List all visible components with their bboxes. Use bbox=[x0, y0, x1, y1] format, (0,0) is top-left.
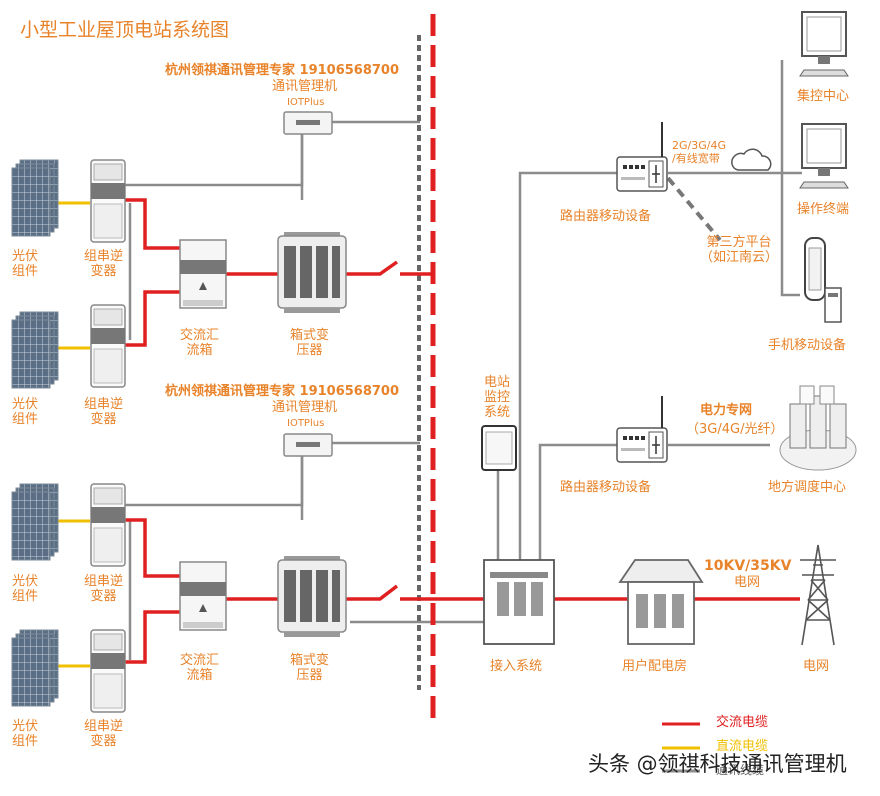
inverter-label: 组串逆变器 bbox=[84, 574, 124, 604]
comm-manager-label: 通讯管理机 bbox=[272, 400, 338, 415]
transformer bbox=[277, 231, 347, 314]
pc-operator-terminal bbox=[799, 123, 849, 189]
transformer bbox=[277, 555, 347, 638]
pc-control-center bbox=[799, 11, 849, 77]
pv-label: 光伏组件 bbox=[12, 249, 39, 279]
transformer-label: 箱式变压器 bbox=[290, 653, 330, 683]
iot-model-label: IOTPlus bbox=[287, 97, 325, 108]
third-party-label: 第三方平台（如江南云） bbox=[700, 235, 779, 265]
distribution-room-label: 用户配电房 bbox=[622, 659, 688, 674]
ac-cables bbox=[125, 198, 800, 664]
iot-device bbox=[283, 433, 333, 457]
inverter-label: 组串逆变器 bbox=[84, 397, 124, 427]
combiner-label: 交流汇流箱 bbox=[180, 653, 220, 683]
iot-model-label: IOTPlus bbox=[287, 418, 325, 429]
cloud-icon bbox=[731, 148, 772, 171]
brand-text: 杭州领祺通讯管理专家 19106568700 bbox=[165, 384, 400, 399]
inverter bbox=[90, 304, 126, 388]
network-label: 2G/3G/4G/有线宽带 bbox=[672, 139, 726, 165]
pv-label: 光伏组件 bbox=[12, 397, 39, 427]
monitor-terminal bbox=[481, 425, 517, 471]
legend-dc: 直流电缆 bbox=[716, 739, 769, 754]
phone-icon bbox=[804, 237, 826, 301]
pv-label: 光伏组件 bbox=[12, 719, 39, 749]
combiner-box bbox=[179, 561, 227, 631]
power-network-label: 电力专网 bbox=[700, 403, 753, 418]
comm-manager-label: 通讯管理机 bbox=[272, 79, 338, 94]
router bbox=[616, 427, 668, 463]
transformer-label: 箱式变压器 bbox=[290, 328, 330, 358]
router-label: 路由器移动设备 bbox=[560, 209, 652, 224]
brand-text: 杭州领祺通讯管理专家 19106568700 bbox=[165, 63, 400, 78]
operator-terminal-label: 操作终端 bbox=[797, 202, 850, 217]
page-title: 小型工业屋顶电站系统图 bbox=[20, 19, 230, 41]
pv-array bbox=[11, 159, 59, 237]
access-system-cabinet bbox=[483, 559, 555, 645]
inverter-label: 组串逆变器 bbox=[84, 249, 124, 279]
legend-comm: 通讯线缆 bbox=[716, 763, 765, 777]
pos-device bbox=[824, 287, 842, 323]
dispatch-center-label: 地方调度中心 bbox=[768, 480, 847, 495]
pv-array bbox=[11, 311, 59, 389]
grid-voltage-label: 10KV/35KV bbox=[704, 558, 792, 574]
mobile-device-label: 手机移动设备 bbox=[768, 338, 847, 353]
router-label: 路由器移动设备 bbox=[560, 480, 652, 495]
iot-device bbox=[283, 111, 333, 135]
inverter bbox=[90, 629, 126, 713]
inverter bbox=[90, 483, 126, 567]
access-system-label: 接入系统 bbox=[490, 659, 543, 674]
power-network-sub: （3G/4G/光纤） bbox=[686, 422, 784, 437]
pv-label: 光伏组件 bbox=[12, 574, 39, 604]
transmission-tower bbox=[800, 544, 836, 646]
control-center-label: 集控中心 bbox=[797, 89, 850, 104]
dispatch-center bbox=[779, 385, 857, 471]
pv-array bbox=[11, 483, 59, 561]
watermark-text: 头条 @领祺科技通讯管理机 bbox=[588, 752, 847, 776]
inverter-label: 组串逆变器 bbox=[84, 719, 124, 749]
inverter bbox=[90, 159, 126, 243]
router bbox=[616, 156, 668, 192]
monitor-label: 电站监控系统 bbox=[484, 375, 511, 420]
grid-label: 电网 bbox=[803, 659, 830, 674]
legend-ac: 交流电缆 bbox=[716, 715, 769, 730]
combiner-box bbox=[179, 239, 227, 309]
combiner-label: 交流汇流箱 bbox=[180, 328, 220, 358]
distribution-room bbox=[618, 559, 704, 645]
pv-array bbox=[11, 629, 59, 707]
grid-voltage-sub: 电网 bbox=[734, 575, 761, 590]
